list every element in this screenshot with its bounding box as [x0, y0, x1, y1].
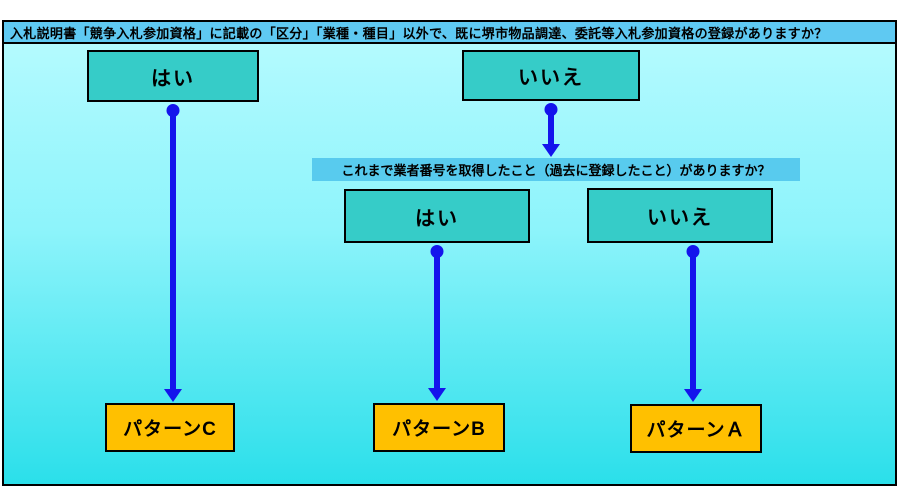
decision-box-sub-no: いいえ	[587, 188, 773, 243]
pattern-box-a: パターンＡ	[630, 404, 762, 453]
pattern-box-label: パターンC	[123, 419, 217, 440]
pattern-box-b: パターンB	[373, 403, 505, 452]
sub-question-text: これまで業者番号を取得したこと（過去に登録したこと）がありますか？	[341, 163, 771, 178]
arrow-root-no-to-sub-question	[542, 103, 560, 157]
decision-box-label: いいえ	[647, 207, 713, 229]
arrow-shaft	[690, 250, 696, 393]
pattern-box-label: パターンＡ	[646, 420, 746, 441]
decision-box-label: いいえ	[518, 67, 584, 89]
arrow-shaft	[170, 109, 176, 393]
root-question-text: 入札説明書「競争入札参加資格」に記載の「区分」「業種・種目」以外で、既に堺市物品…	[10, 25, 828, 41]
decision-box-label: はい	[415, 207, 459, 230]
decision-box-root-yes: はい	[87, 50, 259, 102]
pattern-box-label: パターンB	[392, 419, 486, 440]
arrow-sub-no-to-pattern-a	[684, 245, 702, 402]
pattern-box-c: パターンC	[105, 403, 235, 452]
arrow-shaft	[434, 250, 440, 392]
sub-question-bar: これまで業者番号を取得したこと（過去に登録したこと）がありますか？	[312, 158, 800, 181]
decision-box-root-no: いいえ	[462, 50, 640, 101]
arrow-down-icon	[164, 389, 182, 402]
arrow-root-yes-to-pattern-c	[164, 104, 182, 402]
arrow-down-icon	[542, 144, 560, 157]
decision-box-label: はい	[151, 67, 195, 90]
decision-box-sub-yes: はい	[344, 189, 530, 243]
arrow-shaft	[548, 108, 554, 148]
root-question-bar: 入札説明書「競争入札参加資格」に記載の「区分」「業種・種目」以外で、既に堺市物品…	[2, 20, 897, 44]
arrow-sub-yes-to-pattern-b	[428, 245, 446, 401]
arrow-down-icon	[684, 389, 702, 402]
arrow-down-icon	[428, 388, 446, 401]
